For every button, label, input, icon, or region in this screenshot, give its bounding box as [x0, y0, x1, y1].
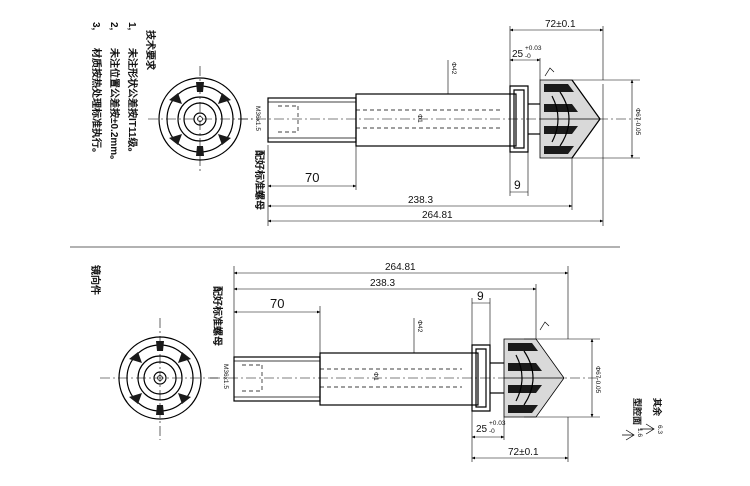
bottom-dim-70: 70	[270, 296, 284, 311]
bottom-dim-25-tol-low: -0	[489, 428, 495, 435]
top-dim-dia-right: Φ67-0.05	[634, 108, 641, 136]
top-thread-label: M36x1.5	[254, 106, 261, 131]
bottom-dim-25: 25	[476, 424, 488, 435]
bottom-dim-25-tol-up: +0.03	[489, 420, 506, 427]
top-dim-dia-shaft: Φ42	[450, 62, 457, 75]
bottom-dim-72: 72±0.1	[508, 447, 539, 458]
top-dim-70: 70	[305, 170, 319, 185]
top-side-view	[238, 79, 640, 159]
bottom-dim-dia-small: Φ1	[372, 372, 379, 381]
top-dim-72: 72±0.1	[545, 19, 576, 30]
top-dim-238: 238.3	[408, 195, 433, 206]
top-dim-25-tol-up: +0.03	[525, 45, 542, 52]
top-dim-overall: 264.81	[422, 210, 453, 221]
surface-spec-value: 1.6	[636, 428, 643, 437]
bottom-dim-dia-shaft: Φ42	[416, 320, 423, 333]
bottom-dim-9: 9	[477, 289, 484, 303]
note-2-number: 2,	[108, 22, 119, 31]
mirror-part-label: 镜向件	[89, 265, 102, 295]
note-3-text: 材质按热处理标准执行。	[90, 48, 103, 158]
top-vertical-label: 配好标准螺母	[253, 150, 266, 210]
notes-heading: 技术要求	[144, 30, 157, 71]
top-dimensions: 264.81 238.3 70 9 72±0.1 25 +0.03 -0 Φ67…	[253, 19, 641, 226]
surface-finish-block: 其余 6.3 型腔面 1.6	[622, 398, 663, 441]
bottom-dimensions: 264.81 238.3 70 9 72±0.1 25 +0.03 -0 Φ67…	[89, 262, 601, 462]
bottom-end-view	[100, 318, 218, 440]
note-1-number: 1,	[126, 22, 137, 31]
top-end-view	[148, 66, 252, 172]
surface-spec-symbol	[622, 429, 635, 441]
technical-notes: 技术要求 1, 未注形状公差按IT11级。 2, 未注位置公差按±0.2mm。 …	[90, 22, 157, 165]
top-dim-dia-small: Φ1	[416, 114, 423, 123]
surface-rest-symbol	[640, 423, 655, 435]
top-dim-25: 25	[512, 49, 524, 60]
note-1-text: 未注形状公差按IT11级。	[126, 47, 139, 157]
bottom-vertical-label: 配好标准螺母	[211, 286, 224, 346]
surface-spec-label: 型腔面	[632, 398, 643, 425]
note-3-number: 3,	[90, 22, 101, 31]
bottom-thread-label: M36x1.5	[222, 364, 229, 389]
bottom-side-view	[210, 338, 600, 418]
bottom-dim-dia-right: Φ67-0.05	[594, 366, 601, 394]
top-dim-25-tol-low: -0	[525, 53, 531, 60]
surface-rest-value: 6.3	[656, 425, 663, 434]
bottom-dim-238: 238.3	[370, 278, 395, 289]
bottom-dim-overall: 264.81	[385, 262, 416, 273]
surface-rest-label: 其余	[652, 398, 663, 417]
note-2-text: 未注位置公差按±0.2mm。	[108, 47, 121, 165]
top-dim-9: 9	[514, 178, 521, 192]
